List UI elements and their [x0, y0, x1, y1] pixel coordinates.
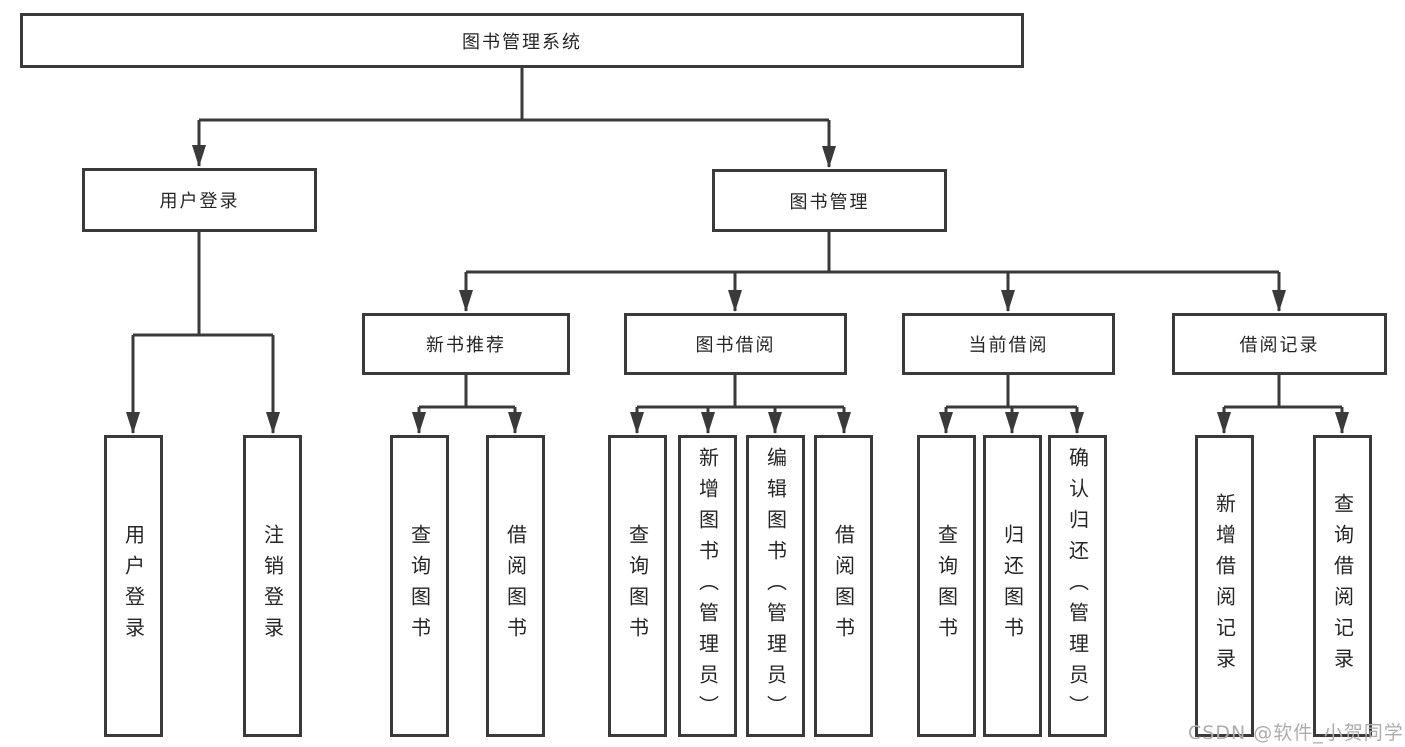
leaf-borrow-books: 借阅图书 — [814, 435, 873, 737]
arrow-down-icon — [1001, 290, 1015, 312]
node-borrowing-records: 借阅记录 — [1172, 313, 1387, 375]
node-label: 借阅记录 — [1239, 335, 1320, 356]
leaf-label: 查询借阅记录 — [1330, 493, 1355, 679]
leaf-label: 归还图书 — [1000, 524, 1025, 648]
leaf-label: 查询图书 — [934, 524, 959, 648]
leaf-label: 查询图书 — [407, 524, 432, 648]
node-user-login: 用户登录 — [82, 168, 317, 232]
arrow-down-icon — [1217, 412, 1231, 434]
leaf-return-books: 归还图书 — [983, 435, 1042, 737]
arrow-down-icon — [1272, 290, 1286, 312]
leaf-label: 借阅图书 — [831, 524, 856, 648]
node-label: 用户登录 — [159, 191, 240, 212]
leaf-add-borrow-record: 新增借阅记录 — [1195, 435, 1254, 737]
leaf-label: 新增图书（管理员） — [695, 446, 720, 726]
leaf-label: 编辑图书（管理员） — [763, 446, 788, 726]
leaf-label: 注销登录 — [260, 524, 285, 648]
leaf-confirm-return-admin: 确认归还（管理员） — [1048, 435, 1107, 737]
leaf-logout: 注销登录 — [243, 435, 302, 737]
arrow-down-icon — [192, 145, 206, 167]
leaf-label: 查询图书 — [625, 524, 650, 648]
node-label: 图书管理系统 — [462, 31, 582, 53]
arrow-down-icon — [701, 412, 715, 434]
arrow-down-icon — [768, 412, 782, 434]
arrow-down-icon — [728, 290, 742, 312]
node-current-borrowing: 当前借阅 — [902, 313, 1115, 375]
node-label: 图书管理 — [789, 191, 870, 213]
arrow-down-icon — [630, 412, 644, 434]
arrowhead-icons — [126, 145, 1349, 434]
arrow-down-icon — [939, 412, 953, 434]
arrow-down-icon — [412, 412, 426, 434]
leaf-query-books: 查询图书 — [390, 435, 449, 737]
node-label: 图书借阅 — [695, 335, 776, 356]
leaf-label: 新增借阅记录 — [1212, 493, 1237, 679]
leaf-user-login: 用户登录 — [104, 435, 163, 737]
arrow-down-icon — [1335, 412, 1349, 434]
leaf-label: 用户登录 — [121, 524, 146, 648]
arrow-down-icon — [822, 146, 836, 168]
arrow-down-icon — [837, 412, 851, 434]
connector-edges — [131, 68, 1344, 433]
leaf-label: 借阅图书 — [503, 524, 528, 648]
leaf-add-books-admin: 新增图书（管理员） — [678, 435, 737, 737]
node-book-borrowing: 图书借阅 — [624, 313, 847, 375]
arrow-down-icon — [1070, 412, 1084, 434]
node-new-book-recommend: 新书推荐 — [362, 313, 570, 375]
leaf-edit-books-admin: 编辑图书（管理员） — [746, 435, 805, 737]
arrow-down-icon — [126, 412, 140, 434]
leaf-query-books: 查询图书 — [917, 435, 976, 737]
node-library-system: 图书管理系统 — [20, 13, 1024, 68]
arrow-down-icon — [1005, 412, 1019, 434]
leaf-borrow-books: 借阅图书 — [486, 435, 545, 737]
arrow-down-icon — [508, 412, 522, 434]
arrow-down-icon — [459, 290, 473, 312]
arrow-down-icon — [266, 412, 280, 434]
leaf-query-borrow-record: 查询借阅记录 — [1313, 435, 1372, 737]
node-label: 新书推荐 — [426, 335, 506, 356]
node-label: 当前借阅 — [968, 335, 1049, 356]
node-book-management: 图书管理 — [712, 169, 947, 232]
leaf-query-books: 查询图书 — [608, 435, 667, 737]
csdn-watermark: CSDN @软件_小贺同学 — [1188, 722, 1404, 744]
leaf-label: 确认归还（管理员） — [1065, 446, 1090, 726]
